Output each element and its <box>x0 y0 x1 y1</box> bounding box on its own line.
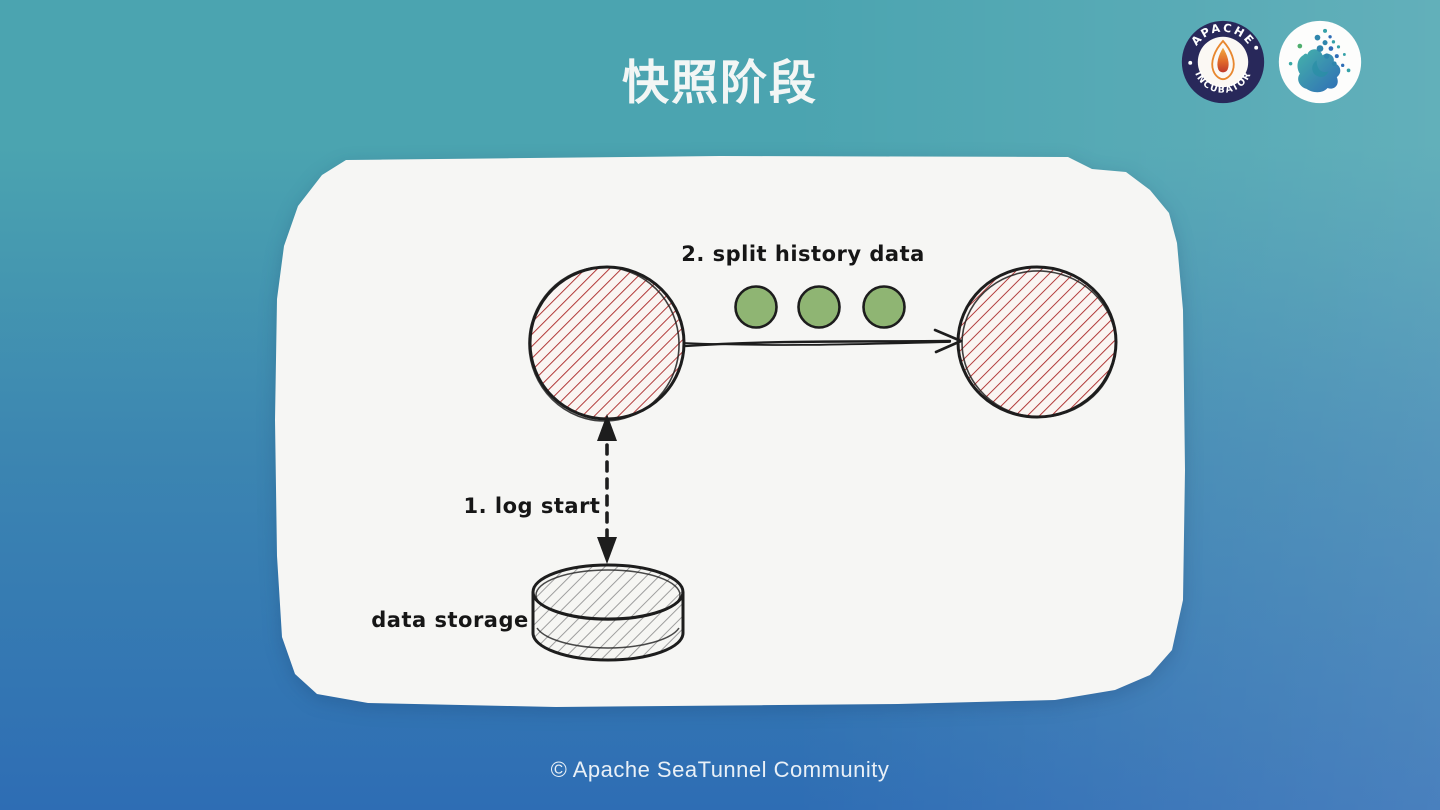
split-arrow <box>682 328 963 354</box>
ring-dot-right <box>1254 45 1259 50</box>
page-title: 快照阶段 <box>622 56 818 111</box>
ring-dot-left <box>1188 60 1193 65</box>
log-arrow <box>597 414 617 564</box>
arrowhead-open-icon <box>933 328 963 354</box>
split-dot-1 <box>734 285 778 329</box>
footer-copyright: © Apache SeaTunnel Community <box>550 757 890 782</box>
seatunnel-logo <box>1278 20 1362 104</box>
split-dot-2 <box>797 285 841 329</box>
wave-curl-icon <box>1312 60 1329 77</box>
egg-outline-icon <box>1211 39 1235 81</box>
split-dot-3 <box>862 285 906 329</box>
logo-group: APACHE INCUBATOR <box>1181 20 1362 104</box>
data-storage-label: data storage <box>371 608 529 632</box>
flame-icon <box>1217 47 1229 73</box>
arrowhead-down-icon <box>597 537 617 564</box>
splash-dots <box>1288 28 1351 73</box>
log-start-label: 1. log start <box>464 494 601 518</box>
split-history-label: 2. split history data <box>681 242 925 266</box>
storage-cylinder <box>531 563 685 662</box>
apache-incubator-logo: APACHE INCUBATOR <box>1181 20 1265 104</box>
diagram-panel <box>275 156 1185 707</box>
arrowhead-up-icon <box>597 414 617 441</box>
split-dots <box>734 285 906 329</box>
